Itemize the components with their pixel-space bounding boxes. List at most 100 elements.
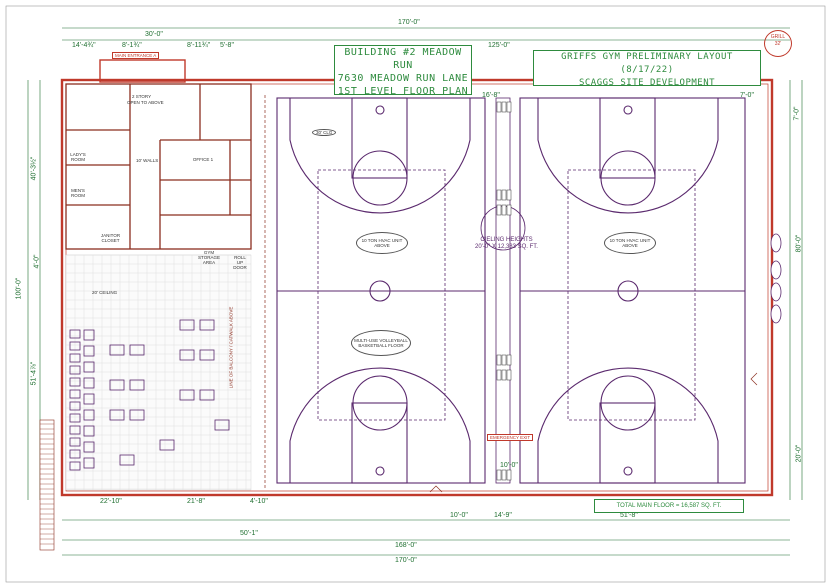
bleacher-seat [501,101,507,113]
hvac-left-text: 10 TON HVAC UNIT ABOVE [361,238,403,248]
bleacher-seat [501,354,507,366]
bleacher-seat [501,189,507,201]
equipment-treadmill [69,329,81,339]
bleacher-seat [496,101,502,113]
multi-use-floor-label: MULTI-USE VOLLEYBALL BASKETBALL FLOOR [351,330,411,356]
two-story-label: 2 STORY [132,94,152,99]
bleacher-seat [501,204,507,216]
equipment-bike [83,393,95,405]
dim-bottom-d: 10'-0" [450,512,468,519]
equipment-machine [129,344,145,356]
hvac-right-label: 10 TON HVAC UNIT ABOVE [604,232,656,254]
equipment-machine [109,409,125,421]
catwalk-label: LINE OF BALCONY / CATWALK ABOVE [228,306,234,389]
bleacher-seat [506,101,512,113]
gym-title-block: GRIFFS GYM PRELIMINARY LAYOUT (8/17/22) … [533,50,761,88]
equipment-bike [83,457,95,469]
clg-30-label: 30' CLG [312,129,337,136]
equipment-bike [83,329,95,341]
side-bleacher [770,282,782,302]
equipment-bike [83,425,95,437]
dim-bottom-overall: 170'-0" [395,557,417,564]
dim-gym-top-a: 16'-8" [482,92,500,99]
equipment-machine [109,344,125,356]
mens-room-label: MEN'S ROOM [71,188,85,198]
bleacher-seat [506,189,512,201]
dim-top-right: 125'-0" [488,42,510,49]
equipment-treadmill [69,401,81,411]
equipment-bike [83,361,95,373]
equipment-treadmill [69,461,81,471]
janitor-label: JANITOR CLOSET [100,233,121,243]
walls-label: 10' WALLS [136,158,159,163]
dim-top-mid: 30'-0" [145,31,163,38]
equipment-treadmill [69,425,81,435]
equipment-treadmill [69,413,81,423]
dim-center-small: 10'-0" [500,462,518,469]
dim-bottom-c: 4'-10" [250,498,268,505]
side-bleacher [770,233,782,253]
bleacher-seat [501,369,507,381]
total-floor-label: TOTAL MAIN FLOOR = 16,587 SQ. FT. [594,499,744,513]
dim-bottom-gym: 168'-0" [395,542,417,549]
equipment-bike [83,409,95,421]
gym-title-line1: GRIFFS GYM PRELIMINARY LAYOUT (8/17/22) [561,52,733,75]
building-title-line1: BUILDING #2 MEADOW RUN [344,47,462,71]
equipment-treadmill [69,449,81,459]
bleacher-seat [496,189,502,201]
equipment-machine [199,319,215,331]
equipment-machine [129,379,145,391]
equipment-machine [199,349,215,361]
bleacher-seat [506,204,512,216]
equipment-treadmill [69,365,81,375]
equipment-machine [159,439,175,451]
hvac-right-text: 10 TON HVAC UNIT ABOVE [609,238,651,248]
ceiling-20-label: 20' CEILING [92,290,118,295]
equipment-treadmill [69,353,81,363]
building-title-line3: 1ST LEVEL FLOOR PLAN [337,86,469,97]
equipment-treadmill [69,389,81,399]
building-title-block: BUILDING #2 MEADOW RUN 7630 MEADOW RUN L… [334,45,472,97]
dim-right-top: 7'-0" [793,106,801,121]
dim-gym-top-c: 7'-0" [740,92,754,99]
equipment-machine [129,409,145,421]
equipment-treadmill [69,437,81,447]
roll-up-door-label: ROLL UP DOOR [233,255,247,270]
equipment-treadmill [69,377,81,387]
bleacher-seat [496,204,502,216]
dim-entrance-a: 8'-11¾" [187,42,211,49]
bleacher-seat [506,369,512,381]
equipment-machine [179,389,195,401]
dim-bottom-b: 21'-8" [187,498,205,505]
dim-left-top: 40'-3½" [30,156,38,181]
ceiling-heights-label: CIELING HEIGHTS 20'-0" X 12,383 SQ. FT. [475,237,538,251]
equipment-bike [83,377,95,389]
gym-title-line2: SCAGGS SITE DEVELOPMENT [578,78,716,88]
dim-entrance-b: 5'-8" [220,42,234,49]
storage-label: GYM STORAGE AREA [198,250,220,265]
dim-entrance-width: 8'-1¾" [122,42,142,49]
corner-tag: GRILL 32' [764,30,792,57]
multi-use-floor-text: MULTI-USE VOLLEYBALL BASKETBALL FLOOR [354,338,408,348]
side-bleacher [770,304,782,324]
corner-tag-line2: 32' [774,41,782,47]
bleacher-seat [506,354,512,366]
dim-left-small: 4'-0" [33,254,41,269]
equipment-machine [179,349,195,361]
dim-left-bottom: 51'-4⅞" [30,361,38,386]
bleacher-seat [496,369,502,381]
dim-top-overall: 170'-0" [398,19,420,26]
equipment-machine [179,319,195,331]
dim-bottom-e: 14'-9" [494,512,512,519]
bleacher-seat [501,469,507,481]
corner-tag-line1: GRILL [770,34,786,40]
dim-left-mid: 100'-0" [15,277,23,300]
hvac-left-label: 10 TON HVAC UNIT ABOVE [356,232,408,254]
bleacher-seat [496,354,502,366]
dim-right-mid: 80'-0" [795,234,803,253]
equipment-treadmill [69,341,81,351]
dim-bottom-left: 50'-1" [240,530,258,537]
side-bleacher [770,260,782,280]
bleacher-seat [496,469,502,481]
open-above-label: OPEN TO ABOVE [127,100,164,105]
